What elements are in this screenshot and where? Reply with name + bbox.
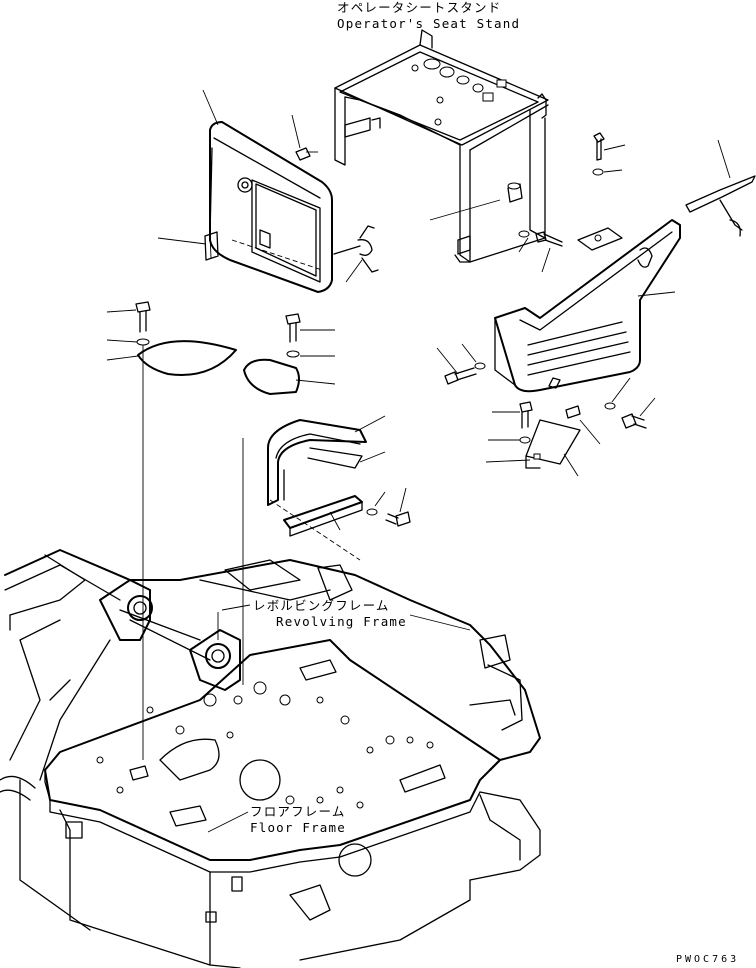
bolt-icon [444,367,477,385]
floor-frame-label-jp: フロアフレーム [250,804,346,819]
floor-frame-label-en: Floor Frame [250,820,346,835]
bolt-icon [593,132,605,161]
left-console-cover [204,121,379,293]
seat-stand-label-jp: オペレータシートスタンド [337,0,501,15]
bolt-icon [519,401,533,429]
cover-plates [137,340,300,395]
drawing-code: PWOC763 [676,954,739,965]
bolt-icon [621,413,647,429]
fasteners [135,132,647,527]
floor-frame [44,639,541,968]
bolt-icon [285,313,301,343]
revolving-frame-label-en: Revolving Frame [276,614,407,629]
bolt-icon [135,301,151,333]
bolt-icon [535,231,563,247]
revolving-frame [0,549,541,931]
guard-and-rail [267,419,367,537]
seat-stand-label-en: Operator's Seat Stand [337,16,520,31]
revolving-frame-label-jp: レボルビングフレーム [253,598,390,613]
bolt-icon [385,511,411,527]
right-console-cover [494,175,756,469]
part-leaders [106,89,731,833]
operator-seat-stand [334,29,549,263]
